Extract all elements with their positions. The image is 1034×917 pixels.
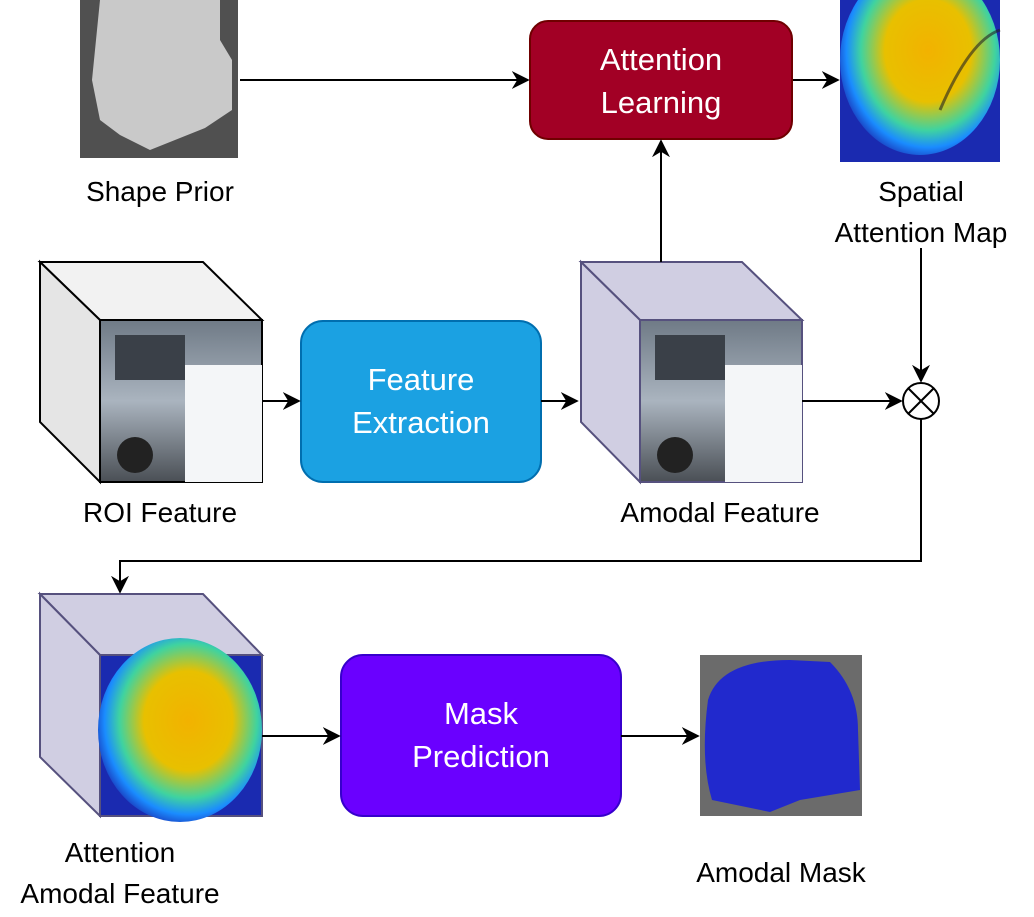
- mask-prediction-label-line2: Prediction: [412, 739, 550, 774]
- feature-extraction-label-line2: Extraction: [352, 405, 490, 440]
- spatial-attention-map-image: [840, 0, 1001, 162]
- mask-prediction-box: Mask Prediction: [340, 654, 622, 817]
- spatial-attention-map-label-line1: Spatial: [878, 176, 964, 207]
- amodal-mask-image: [700, 655, 862, 816]
- connectors: [111, 71, 930, 745]
- attention-amodal-feature-label-line1: Attention: [65, 837, 176, 868]
- shape-prior-image: [80, 0, 238, 158]
- feature-extraction-label-line1: Feature: [368, 362, 475, 397]
- roi-feature-label: ROI Feature: [83, 497, 237, 528]
- arrow-multiply-to-attention-amodal: [111, 419, 922, 594]
- attention-amodal-feature-cube: [37, 591, 265, 822]
- amodal-feature-label: Amodal Feature: [620, 497, 819, 528]
- attention-learning-box: Attention Learning: [529, 20, 793, 140]
- feature-extraction-box: Feature Extraction: [300, 320, 542, 483]
- mask-prediction-label-line1: Mask: [444, 696, 519, 731]
- roi-feature-cube: [37, 259, 265, 485]
- attention-learning-label-line2: Learning: [601, 85, 722, 120]
- spatial-attention-map-label-line2: Attention Map: [835, 217, 1008, 248]
- amodal-feature-cube: [578, 259, 805, 485]
- attention-amodal-feature-label-line2: Amodal Feature: [20, 878, 219, 909]
- attention-learning-label-line1: Attention: [600, 42, 722, 77]
- multiply-node: [902, 382, 940, 420]
- amodal-mask-label: Amodal Mask: [696, 857, 867, 888]
- shape-prior-label: Shape Prior: [86, 176, 234, 207]
